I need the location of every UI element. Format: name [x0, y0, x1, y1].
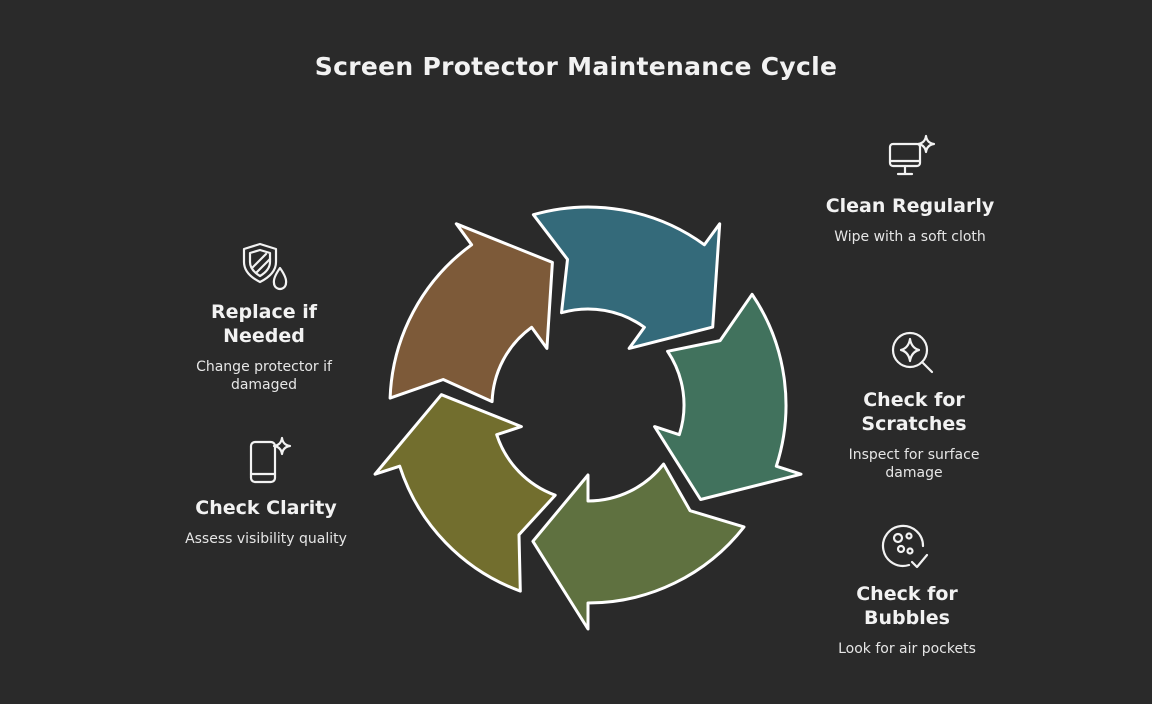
cycle-segment-scratches [653, 292, 803, 501]
step-clean: Clean Regularly Wipe with a soft cloth [820, 132, 1000, 246]
step-bubbles-label: Check for Bubbles [856, 583, 958, 629]
step-replace-label: Replace if Needed [211, 301, 317, 347]
cycle-segment-replace [388, 222, 554, 404]
step-scratches-label: Check for Scratches [861, 389, 967, 435]
step-replace: Replace if Needed Change protector if da… [174, 238, 354, 394]
magnifier-sparkle-icon [891, 331, 934, 374]
step-replace-desc: Change protector if damaged [196, 359, 332, 393]
monitor-sparkle-icon [888, 134, 936, 176]
phone-sparkle-icon [249, 436, 292, 484]
step-clarity-label: Check Clarity [195, 497, 337, 519]
step-bubbles-desc: Look for air pockets [838, 641, 976, 657]
step-clarity: Check Clarity Assess visibility quality [176, 434, 356, 548]
step-clean-desc: Wipe with a soft cloth [834, 229, 986, 245]
bubbles-check-icon [881, 524, 929, 569]
cycle-segment-bubbles [531, 462, 746, 631]
step-bubbles: Check for Bubbles Look for air pockets [817, 520, 997, 658]
cycle-segment-clean [531, 205, 722, 350]
step-clean-label: Clean Regularly [825, 195, 995, 217]
diagram-title: Screen Protector Maintenance Cycle [314, 52, 838, 81]
step-scratches: Check for Scratches Inspect for surface … [824, 326, 1004, 482]
step-clarity-desc: Assess visibility quality [185, 531, 347, 547]
cycle-segment-clarity [373, 393, 557, 593]
shield-drop-icon [242, 242, 288, 291]
step-scratches-desc: Inspect for surface damage [848, 447, 980, 481]
